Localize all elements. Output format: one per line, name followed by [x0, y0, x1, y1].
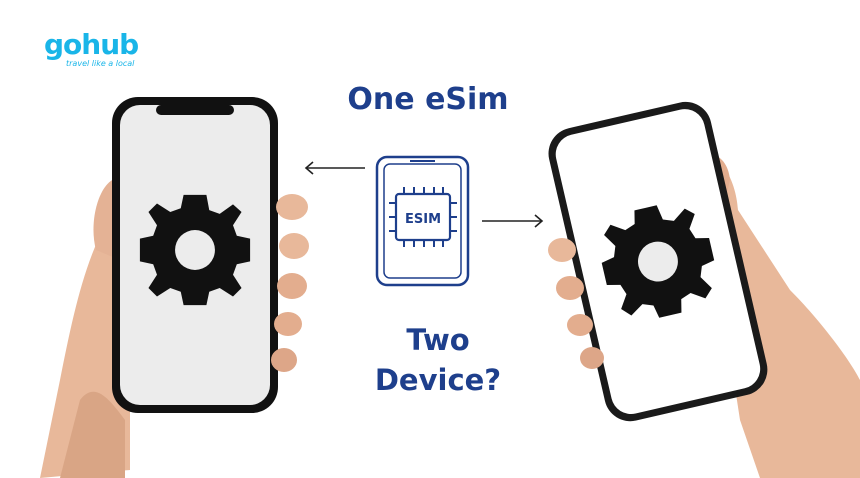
headline-top: One eSim [347, 82, 509, 117]
logo-tagline: travel like a local [66, 59, 135, 68]
right-phone [548, 101, 768, 422]
headline-bottom-line1: Two [406, 323, 470, 357]
headline-bottom: Two Device? [318, 320, 558, 400]
esim-chip-label: ESIM [405, 212, 441, 227]
left-fingers [271, 194, 309, 372]
headline-bottom-line2: Device? [374, 363, 502, 397]
left-phone [112, 97, 278, 413]
esim-phone-icon [375, 155, 470, 287]
right-fingers [548, 238, 604, 369]
arrow-left-icon [304, 161, 365, 175]
logo-wordmark: gohub [44, 28, 139, 61]
arrow-right-icon [482, 214, 544, 228]
gohub-logo: gohub travel like a local [44, 28, 154, 74]
gear-icon [139, 194, 251, 306]
